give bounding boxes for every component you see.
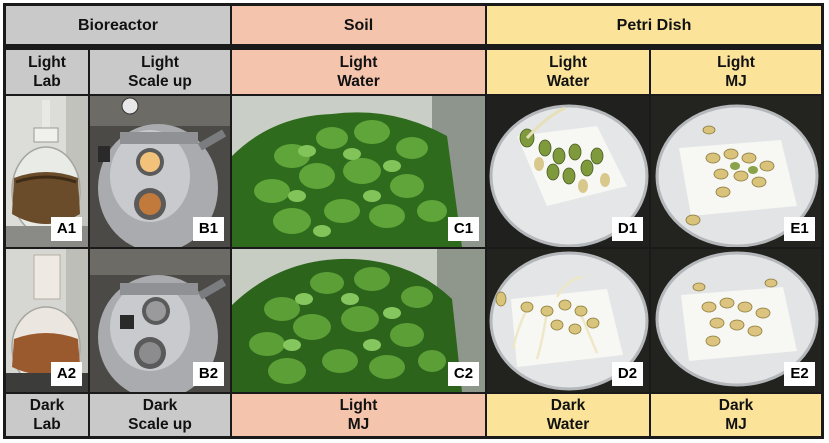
photo-d2-petri-dark-water: D2 [487,249,649,392]
panel-tag-a1: A1 [51,217,82,241]
photo-d1-petri-light-water: D1 [487,96,649,247]
label-petri-dark-water: Dark Water [487,394,649,436]
panel-tag-d1: D1 [612,217,643,241]
panel-tag-b1: B1 [193,217,224,241]
photo-c1-soil-light-water: C1 [232,96,485,247]
label-light-scale-up: Light Scale up [90,50,230,94]
label-dark-scale-up-line2: Scale up [128,416,192,433]
panel-tag-c1: C1 [448,217,479,241]
label-petri-dark-mj: Dark MJ [651,394,821,436]
label-petri-light-water-line1: Light [549,54,587,71]
header-petri-dish: Petri Dish [487,6,821,44]
photo-e1-petri-light-mj: E1 [651,96,821,247]
photo-e2-petri-dark-mj: E2 [651,249,821,392]
label-soil-light-water: Light Water [232,50,485,94]
label-dark-scale-up: Dark Scale up [90,394,230,436]
label-soil-light-water-line2: Water [337,73,380,90]
label-dark-scale-up-line1: Dark [142,397,178,414]
label-light-scale-up-line2: Scale up [128,73,192,90]
label-petri-dark-water-line2: Water [546,416,590,433]
photo-b1-scale-up-bioreactor-light: B1 [90,96,230,247]
label-soil-light-water-line1: Light [339,54,378,71]
photo-a1-lab-bioreactor-light: A1 [6,96,88,247]
header-bioreactor: Bioreactor [6,6,230,44]
photo-b2-scale-up-bioreactor-dark: B2 [90,249,230,392]
header-soil: Soil [232,6,485,44]
label-petri-dark-mj-line1: Dark [718,397,754,414]
label-dark-lab: Dark Lab [6,394,88,436]
label-petri-light-mj-line2: MJ [725,73,747,90]
label-soil-light-mj-line2: MJ [347,416,370,433]
label-petri-dark-mj-line2: MJ [725,416,747,433]
label-petri-light-water: Light Water [487,50,649,94]
label-petri-light-mj-line1: Light [717,54,755,71]
photo-c2-soil-light-mj: C2 [232,249,485,392]
panel-tag-b2: B2 [193,362,224,386]
panel-tag-a2: A2 [51,362,82,386]
label-soil-light-mj-line1: Light [339,397,378,414]
label-light-scale-up-line1: Light [141,54,179,71]
label-soil-light-mj: Light MJ [232,394,485,436]
panel-tag-e2: E2 [784,362,815,386]
label-petri-dark-water-line1: Dark [550,397,586,414]
label-light-lab-line2: Lab [33,73,61,90]
panel-tag-e1: E1 [784,217,815,241]
label-petri-light-mj: Light MJ [651,50,821,94]
figure-frame: Bioreactor Soil Petri Dish Light Lab Lig… [3,3,824,439]
label-petri-light-water-line2: Water [546,73,590,90]
panel-tag-c2: C2 [448,362,479,386]
label-dark-lab-line2: Lab [33,416,61,433]
label-dark-lab-line1: Dark [29,397,65,414]
photo-a2-lab-bioreactor-dark: A2 [6,249,88,392]
label-light-lab-line1: Light [28,54,66,71]
panel-tag-d2: D2 [612,362,643,386]
label-light-lab: Light Lab [6,50,88,94]
